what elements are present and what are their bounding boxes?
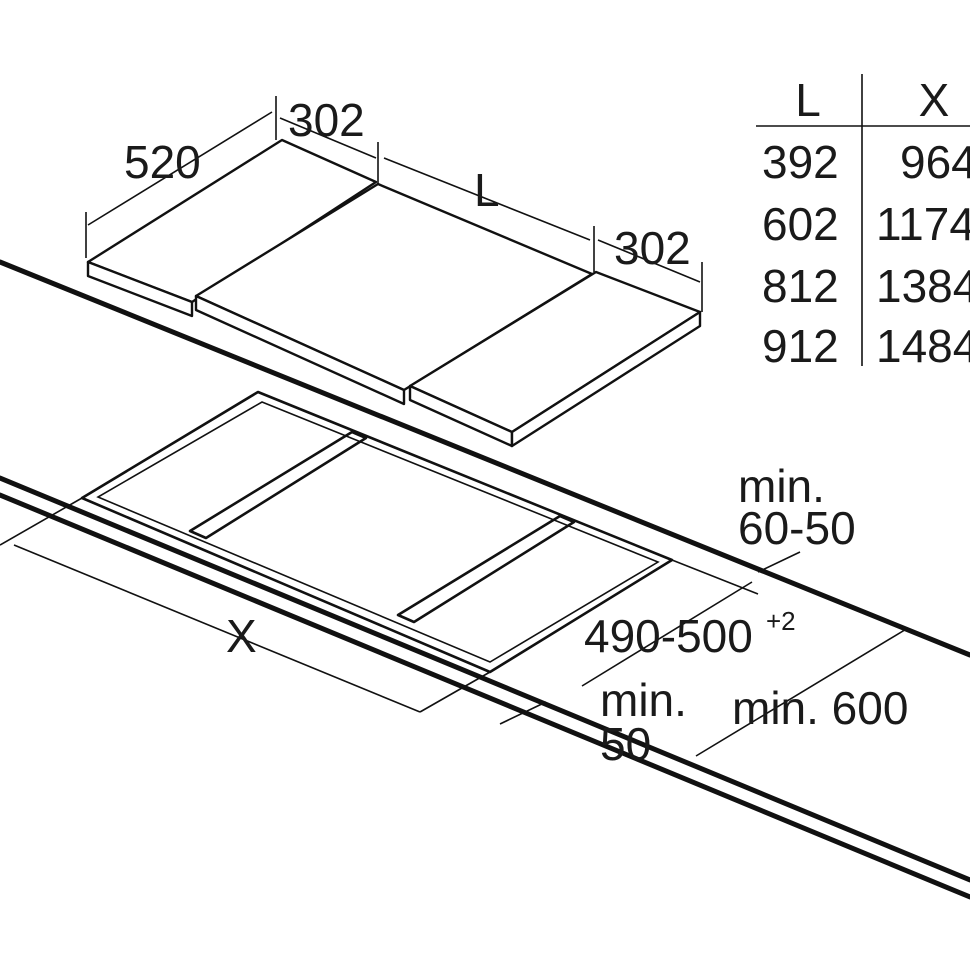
dim-line-front-margin (757, 551, 801, 573)
dim-line-side-clearance (499, 701, 547, 725)
size-table: L X 392 964 602 1174 812 1384 912 1484 (756, 74, 970, 372)
table-cell: 964 (900, 136, 970, 188)
worktop-front-edge-bottom (0, 492, 970, 900)
label-hob-depth: 520 (124, 136, 201, 188)
label-overall-width: X (226, 610, 257, 662)
dim-line-side-right (597, 239, 701, 283)
table-cell: 1484 (876, 320, 970, 372)
label-cutout-depth-tolerance: +2 (766, 606, 796, 636)
table-cell: 602 (762, 198, 839, 250)
label-side-clearance-line1: min. (600, 674, 687, 726)
dim-line-center (383, 157, 591, 241)
hob-modules (86, 138, 702, 448)
label-wall-clearance: min. 600 (732, 682, 908, 734)
hob-dimension-lines (85, 96, 703, 312)
worktop-back-edge (0, 259, 970, 658)
label-front-margin-line2: 60-50 (738, 502, 856, 554)
dim-line-wall-clearance (695, 627, 909, 757)
worktop-front-edge-top (0, 475, 970, 883)
label-side-width-right: 302 (614, 222, 691, 274)
dim-line-depth (87, 111, 273, 226)
dim-line-side-left (279, 117, 377, 159)
table-cell: 392 (762, 136, 839, 188)
label-front-margin-line1: min. (738, 460, 825, 512)
ext-line-overall-right (419, 671, 491, 713)
table-cell: 1174 (876, 198, 970, 250)
table-header-x: X (919, 74, 950, 126)
ext-line-cutout-depth (671, 559, 759, 595)
label-side-width-left: 302 (288, 94, 365, 146)
cutout-bar-right (396, 514, 576, 624)
module-left-front (86, 260, 194, 318)
table-cell: 1384 (876, 260, 970, 312)
worktop-dimension-lines (0, 497, 909, 757)
ext-line-overall-left (0, 497, 83, 546)
label-side-clearance-line2: 50 (600, 718, 651, 770)
label-center-length: L (474, 164, 500, 216)
cutout-bar-left (188, 430, 368, 540)
worktop (0, 259, 970, 900)
module-right-side (510, 310, 702, 448)
dimension-labels: 520 302 L 302 X 490-500 +2 min. 60-50 mi… (124, 94, 908, 770)
dim-line-overall (13, 544, 421, 713)
dim-line-cutout-depth (581, 581, 753, 687)
table-header-l: L (795, 74, 821, 126)
hob-module-right (408, 270, 702, 448)
table-cell: 812 (762, 260, 839, 312)
label-cutout-depth: 490-500 (584, 610, 753, 662)
module-center-front (194, 294, 406, 406)
hob-module-left (86, 138, 378, 318)
table-cell: 912 (762, 320, 839, 372)
cutout-inner (96, 401, 660, 663)
